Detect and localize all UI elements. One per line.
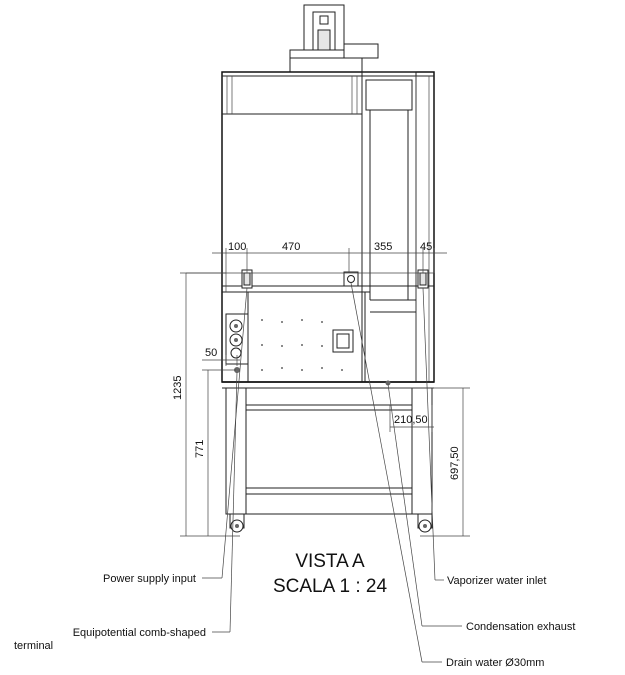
- callout-vaporizer: Vaporizer water inlet: [447, 575, 546, 587]
- work-area: [222, 291, 434, 389]
- callout-power-supply: Power supply input: [103, 573, 196, 585]
- dim-100: 100: [228, 241, 246, 253]
- callout-equipotential-line2: terminal: [14, 640, 53, 652]
- stand: [225, 380, 433, 533]
- view-title: VISTA A: [295, 551, 365, 572]
- service-panel: [225, 313, 249, 373]
- callout-leaders: [202, 282, 462, 663]
- callout-equipotential-line1: Equipotential comb-shaped: [73, 627, 206, 639]
- dimension-lines: [180, 248, 470, 537]
- dim-697-50: 697,50: [449, 446, 461, 480]
- dim-50: 50: [205, 347, 217, 359]
- view-scale: SCALA 1 : 24: [273, 576, 388, 597]
- dim-210-50: 210,50: [394, 414, 428, 426]
- callout-drain: Drain water Ø30mm: [446, 657, 544, 669]
- dim-1235: 1235: [172, 376, 184, 400]
- top-motor-unit: [289, 4, 379, 73]
- dim-45: 45: [420, 241, 432, 253]
- dim-355: 355: [374, 241, 392, 253]
- dim-771: 771: [194, 440, 206, 458]
- callout-condensation: Condensation exhaust: [466, 621, 575, 633]
- dim-470: 470: [282, 241, 300, 253]
- cabinet-upper: [221, 71, 435, 383]
